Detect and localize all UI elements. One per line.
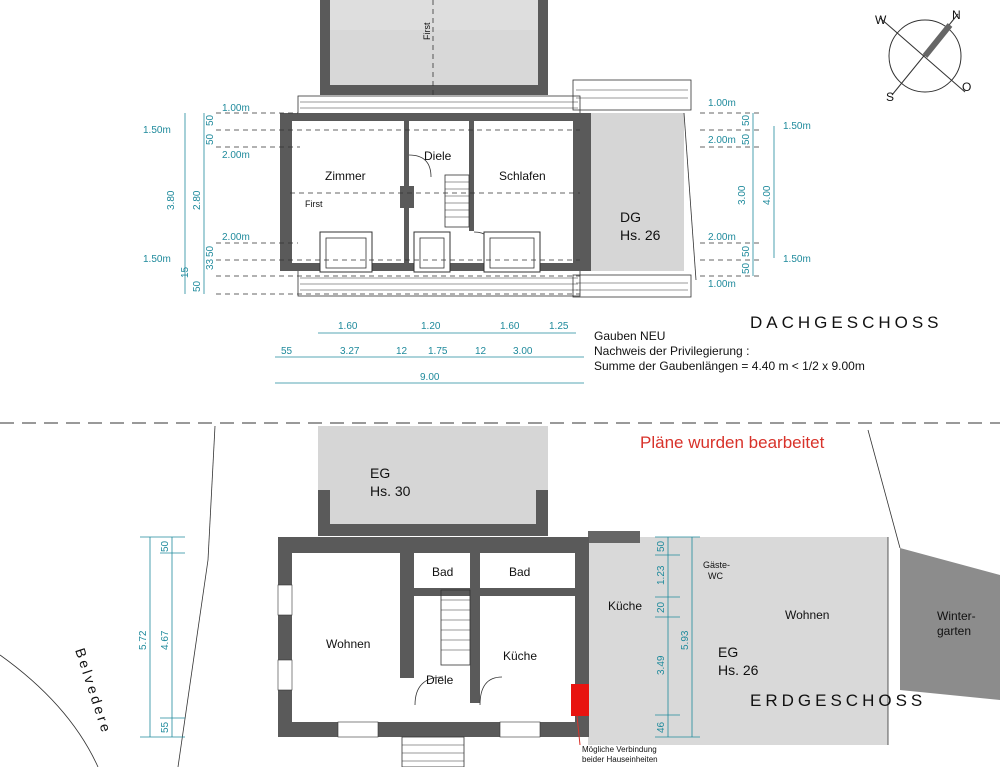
dim-33-left: 33 [205, 258, 216, 270]
note-line-2: Nachweis der Privilegierung : [594, 344, 749, 358]
dim-123: 1.23 [656, 565, 667, 585]
dim-46: 46 [656, 721, 667, 733]
room-zimmer: Zimmer [325, 169, 366, 183]
neighbor-eg-right: EG [718, 644, 738, 660]
room-wohnen: Wohnen [326, 637, 370, 651]
upper-bottom-dimensions: 1.60 1.20 1.60 1.25 55 3.27 12 1.75 12 3… [275, 321, 584, 384]
dim-50-lower-right: 50 [656, 540, 667, 552]
upper-floor: First [143, 0, 943, 384]
dim-50c-left: 50 [205, 245, 216, 257]
dim-572: 5.72 [138, 630, 149, 650]
bottom-dim-327: 3.27 [340, 346, 360, 357]
dim-593: 5.93 [680, 630, 691, 650]
level-2m-right-wc: 2.00m [708, 135, 736, 146]
gaube-dim-3: 1.60 [500, 321, 520, 332]
bottom-dim-12a: 12 [396, 346, 408, 357]
side-150-right-b: 1.50m [783, 254, 811, 265]
connection-note-2: beider Hauseinheiten [582, 755, 658, 764]
wintergarten-line-1: Winter- [937, 609, 976, 623]
dim-380-left: 3.80 [166, 190, 177, 210]
gaube-dim-2: 1.20 [421, 321, 441, 332]
level-1m-right-a: 1.00m [708, 98, 736, 109]
lower-left-dimensions: 50 5.72 4.67 55 [138, 536, 185, 738]
note-line-1: Gauben NEU [594, 329, 665, 343]
upper-right-dimensions: 1.00m 2.00m 2.00m 1.00m 1.50m 1.50m 50 5… [708, 98, 811, 290]
side-150-left-a: 1.50m [143, 125, 171, 136]
first-label-top: First [422, 22, 432, 40]
bottom-dim-175: 1.75 [428, 346, 448, 357]
lower-floor: EG Hs. 30 Küche Gäste- WC Wohnen EG Hs. … [0, 425, 1000, 767]
room-gaeste: Gäste- [703, 560, 730, 570]
neighbor-eg-right-hs: Hs. 26 [718, 662, 759, 678]
room-schlafen: Schlafen [499, 169, 546, 183]
dim-50a-right: 50 [741, 114, 752, 126]
neighbor-dg-hs: Hs. 26 [620, 227, 661, 243]
wintergarten-line-2: garten [937, 624, 971, 638]
edited-stamp: Pläne wurden bearbeitet [640, 433, 825, 452]
dim-50-lower-left: 50 [160, 540, 171, 552]
room-bad-1: Bad [432, 565, 453, 579]
room-kueche: Küche [503, 649, 537, 663]
room-kueche-right: Küche [608, 599, 642, 613]
bottom-dim-12b: 12 [475, 346, 487, 357]
street-name: Belvedere [72, 646, 115, 737]
upper-left-dimensions: 1.00m 2.00m 2.00m 1.50m 1.50m 50 50 3.80… [143, 103, 250, 294]
dim-50d-right: 50 [741, 262, 752, 274]
compass-o: O [962, 80, 971, 94]
level-2m-left-a: 2.00m [222, 150, 250, 161]
side-150-left-b: 1.50m [143, 254, 171, 265]
total-dim-900: 9.00 [420, 372, 440, 383]
compass-w: W [875, 13, 887, 27]
dim-50a-left: 50 [205, 114, 216, 126]
dim-349: 3.49 [656, 655, 667, 675]
gaube-dim-1: 1.60 [338, 321, 358, 332]
neighbor-eg-hs: Hs. 30 [370, 483, 411, 499]
compass-s: S [886, 90, 894, 104]
dim-50b-left: 50 [205, 133, 216, 145]
note-line-3: Summe der Gaubenlängen = 4.40 m < 1/2 x … [594, 359, 865, 373]
title-erdgeschoss: ERDGESCHOSS [750, 691, 926, 710]
neighbor-dg: DG [620, 209, 641, 225]
dim-50b-right: 50 [741, 133, 752, 145]
bottom-dim-55: 55 [281, 346, 293, 357]
dim-280-left: 2.80 [192, 190, 203, 210]
connection-note-1: Mögliche Verbindung [582, 745, 657, 754]
room-diele-upper: Diele [424, 149, 452, 163]
neighbor-eg-top: EG [370, 465, 390, 481]
gaube-dim-4: 1.25 [549, 321, 569, 332]
first-label-left: First [305, 199, 323, 209]
title-dachgeschoss: DACHGESCHOSS [750, 313, 943, 332]
dim-55-lower-left: 55 [160, 721, 171, 733]
level-1m-left: 1.00m [222, 103, 250, 114]
side-150-right-a: 1.50m [783, 121, 811, 132]
room-wc: WC [708, 571, 723, 581]
dim-50d-left: 50 [192, 280, 203, 292]
dim-300-right: 3.00 [737, 185, 748, 205]
room-wohnen-right: Wohnen [785, 608, 829, 622]
room-bad-2: Bad [509, 565, 530, 579]
level-2m-left-b: 2.00m [222, 232, 250, 243]
dim-50c-right: 50 [741, 245, 752, 257]
level-2m-right: 2.00m [708, 232, 736, 243]
connection-marker [571, 684, 589, 716]
bottom-dim-300: 3.00 [513, 346, 533, 357]
dim-20: 20 [656, 601, 667, 613]
dim-467: 4.67 [160, 630, 171, 650]
compass-n: N [952, 8, 961, 22]
dim-15-left: 15 [180, 266, 191, 278]
compass: W N O S [875, 8, 971, 104]
dim-400-right: 4.00 [762, 185, 773, 205]
level-1m-right-b: 1.00m [708, 279, 736, 290]
room-diele-lower: Diele [426, 673, 454, 687]
lower-right-dimensions: 50 1.23 20 3.49 46 5.93 [655, 536, 700, 738]
